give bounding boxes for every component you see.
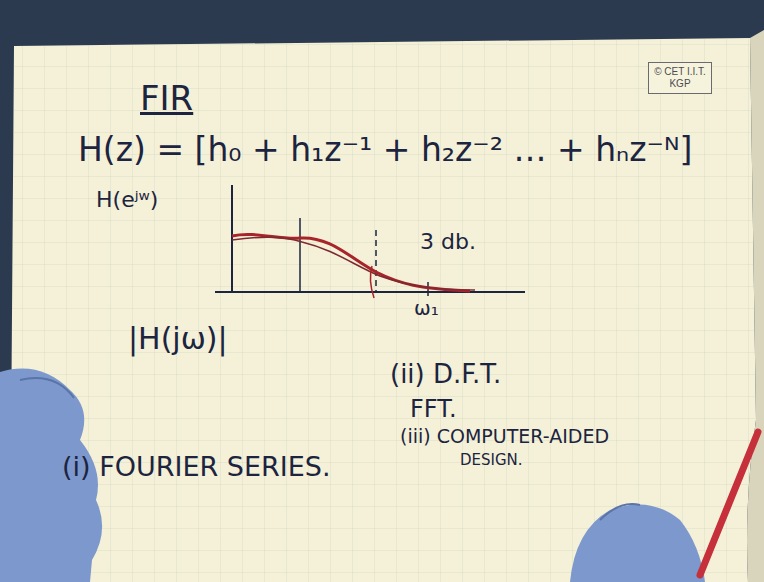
paper-edge	[747, 30, 764, 582]
axis-label: H(eʲʷ)	[96, 188, 158, 212]
pencil	[700, 432, 758, 575]
axis-tick-label: ω₁	[414, 297, 439, 319]
x-axis	[215, 291, 525, 293]
method-item: FFT.	[410, 396, 457, 422]
method-item: (i) FOURIER SERIES.	[62, 452, 331, 482]
glove-crease	[20, 378, 74, 398]
method-item: (iii) COMPUTER-AIDED	[400, 426, 609, 447]
bracket	[370, 266, 374, 298]
cutoff-mark	[375, 230, 377, 292]
copyright-stamp: © CET I.I.T. KGP	[648, 62, 712, 94]
magnitude-label: |H(jω)|	[128, 322, 228, 355]
heading: FIR	[140, 80, 193, 117]
stamp-text: © CET I.I.T. KGP	[652, 66, 708, 89]
method-item: (ii) D.F.T.	[390, 360, 501, 389]
method-item: DESIGN.	[460, 452, 523, 469]
transfer-function: H(z) = [h₀ + h₁z⁻¹ + h₂z⁻² … + hₙz⁻ᴺ]	[78, 132, 692, 168]
gloved-hand	[570, 504, 705, 582]
glove-crease	[600, 504, 640, 520]
y-axis	[231, 185, 233, 292]
annotation: 3 db.	[420, 230, 476, 254]
passband-edge-mark	[299, 218, 301, 292]
paper-sheet	[10, 38, 756, 582]
grid-lines	[10, 38, 756, 582]
